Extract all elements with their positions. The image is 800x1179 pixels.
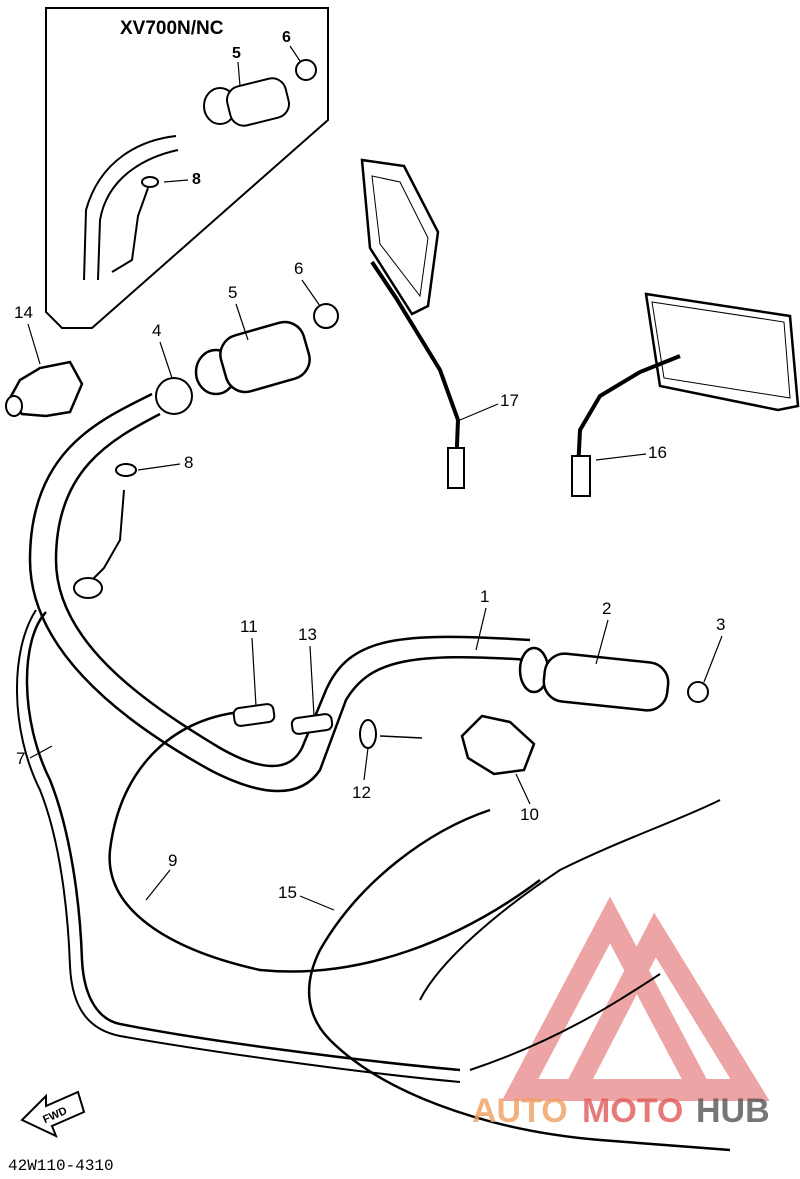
label-7: 7 [16,749,25,768]
inset-label-8: 8 [192,171,201,188]
handlebar-1 [28,392,531,793]
label-10: 10 [520,805,539,824]
cable-7 [25,611,461,1072]
wire-8 [73,463,137,599]
label-3: 3 [716,615,725,634]
mirror-left [360,158,465,489]
label-15: 15 [278,883,297,902]
label-1: 1 [480,587,489,606]
inset-label-5: 5 [232,45,241,62]
right-grip [518,646,709,712]
diagram-code: 42W110-4310 [8,1157,114,1174]
label-4: 4 [152,321,161,340]
label-5: 5 [228,283,237,302]
fwd-arrow-icon: FWD [20,1090,86,1138]
mirror-right [571,292,800,497]
label-6: 6 [294,259,303,278]
watermark-auto: AUTO [472,1092,568,1130]
cable-9 [108,710,541,973]
label-17: 17 [500,391,519,410]
inset-title: XV700N/NC [120,18,224,39]
label-13: 13 [298,625,317,644]
watermark-moto: MOTO [582,1092,683,1130]
throttle-housing-10 [460,714,536,776]
label-14: 14 [14,303,33,322]
label-11: 11 [240,617,258,636]
inset-label-6: 6 [282,29,291,46]
label-16: 16 [648,443,667,462]
watermark-text: AUTO MOTO HUB [472,1092,770,1130]
inset-grip-icon [203,59,317,127]
watermark-hub: HUB [696,1092,770,1130]
label-8: 8 [184,453,193,472]
switch-14 [5,360,84,418]
left-grip [155,303,339,415]
label-9: 9 [168,851,177,870]
cable-adjusters [232,703,423,749]
cable-15 [307,808,731,1152]
inset-box: XV700N/NC 5 6 8 [45,7,329,329]
label-2: 2 [602,599,611,618]
watermark-logo [501,896,770,1101]
part-labels: 1 2 3 4 5 6 7 8 9 10 11 12 13 14 15 16 1… [14,259,725,911]
label-12: 12 [352,783,371,802]
